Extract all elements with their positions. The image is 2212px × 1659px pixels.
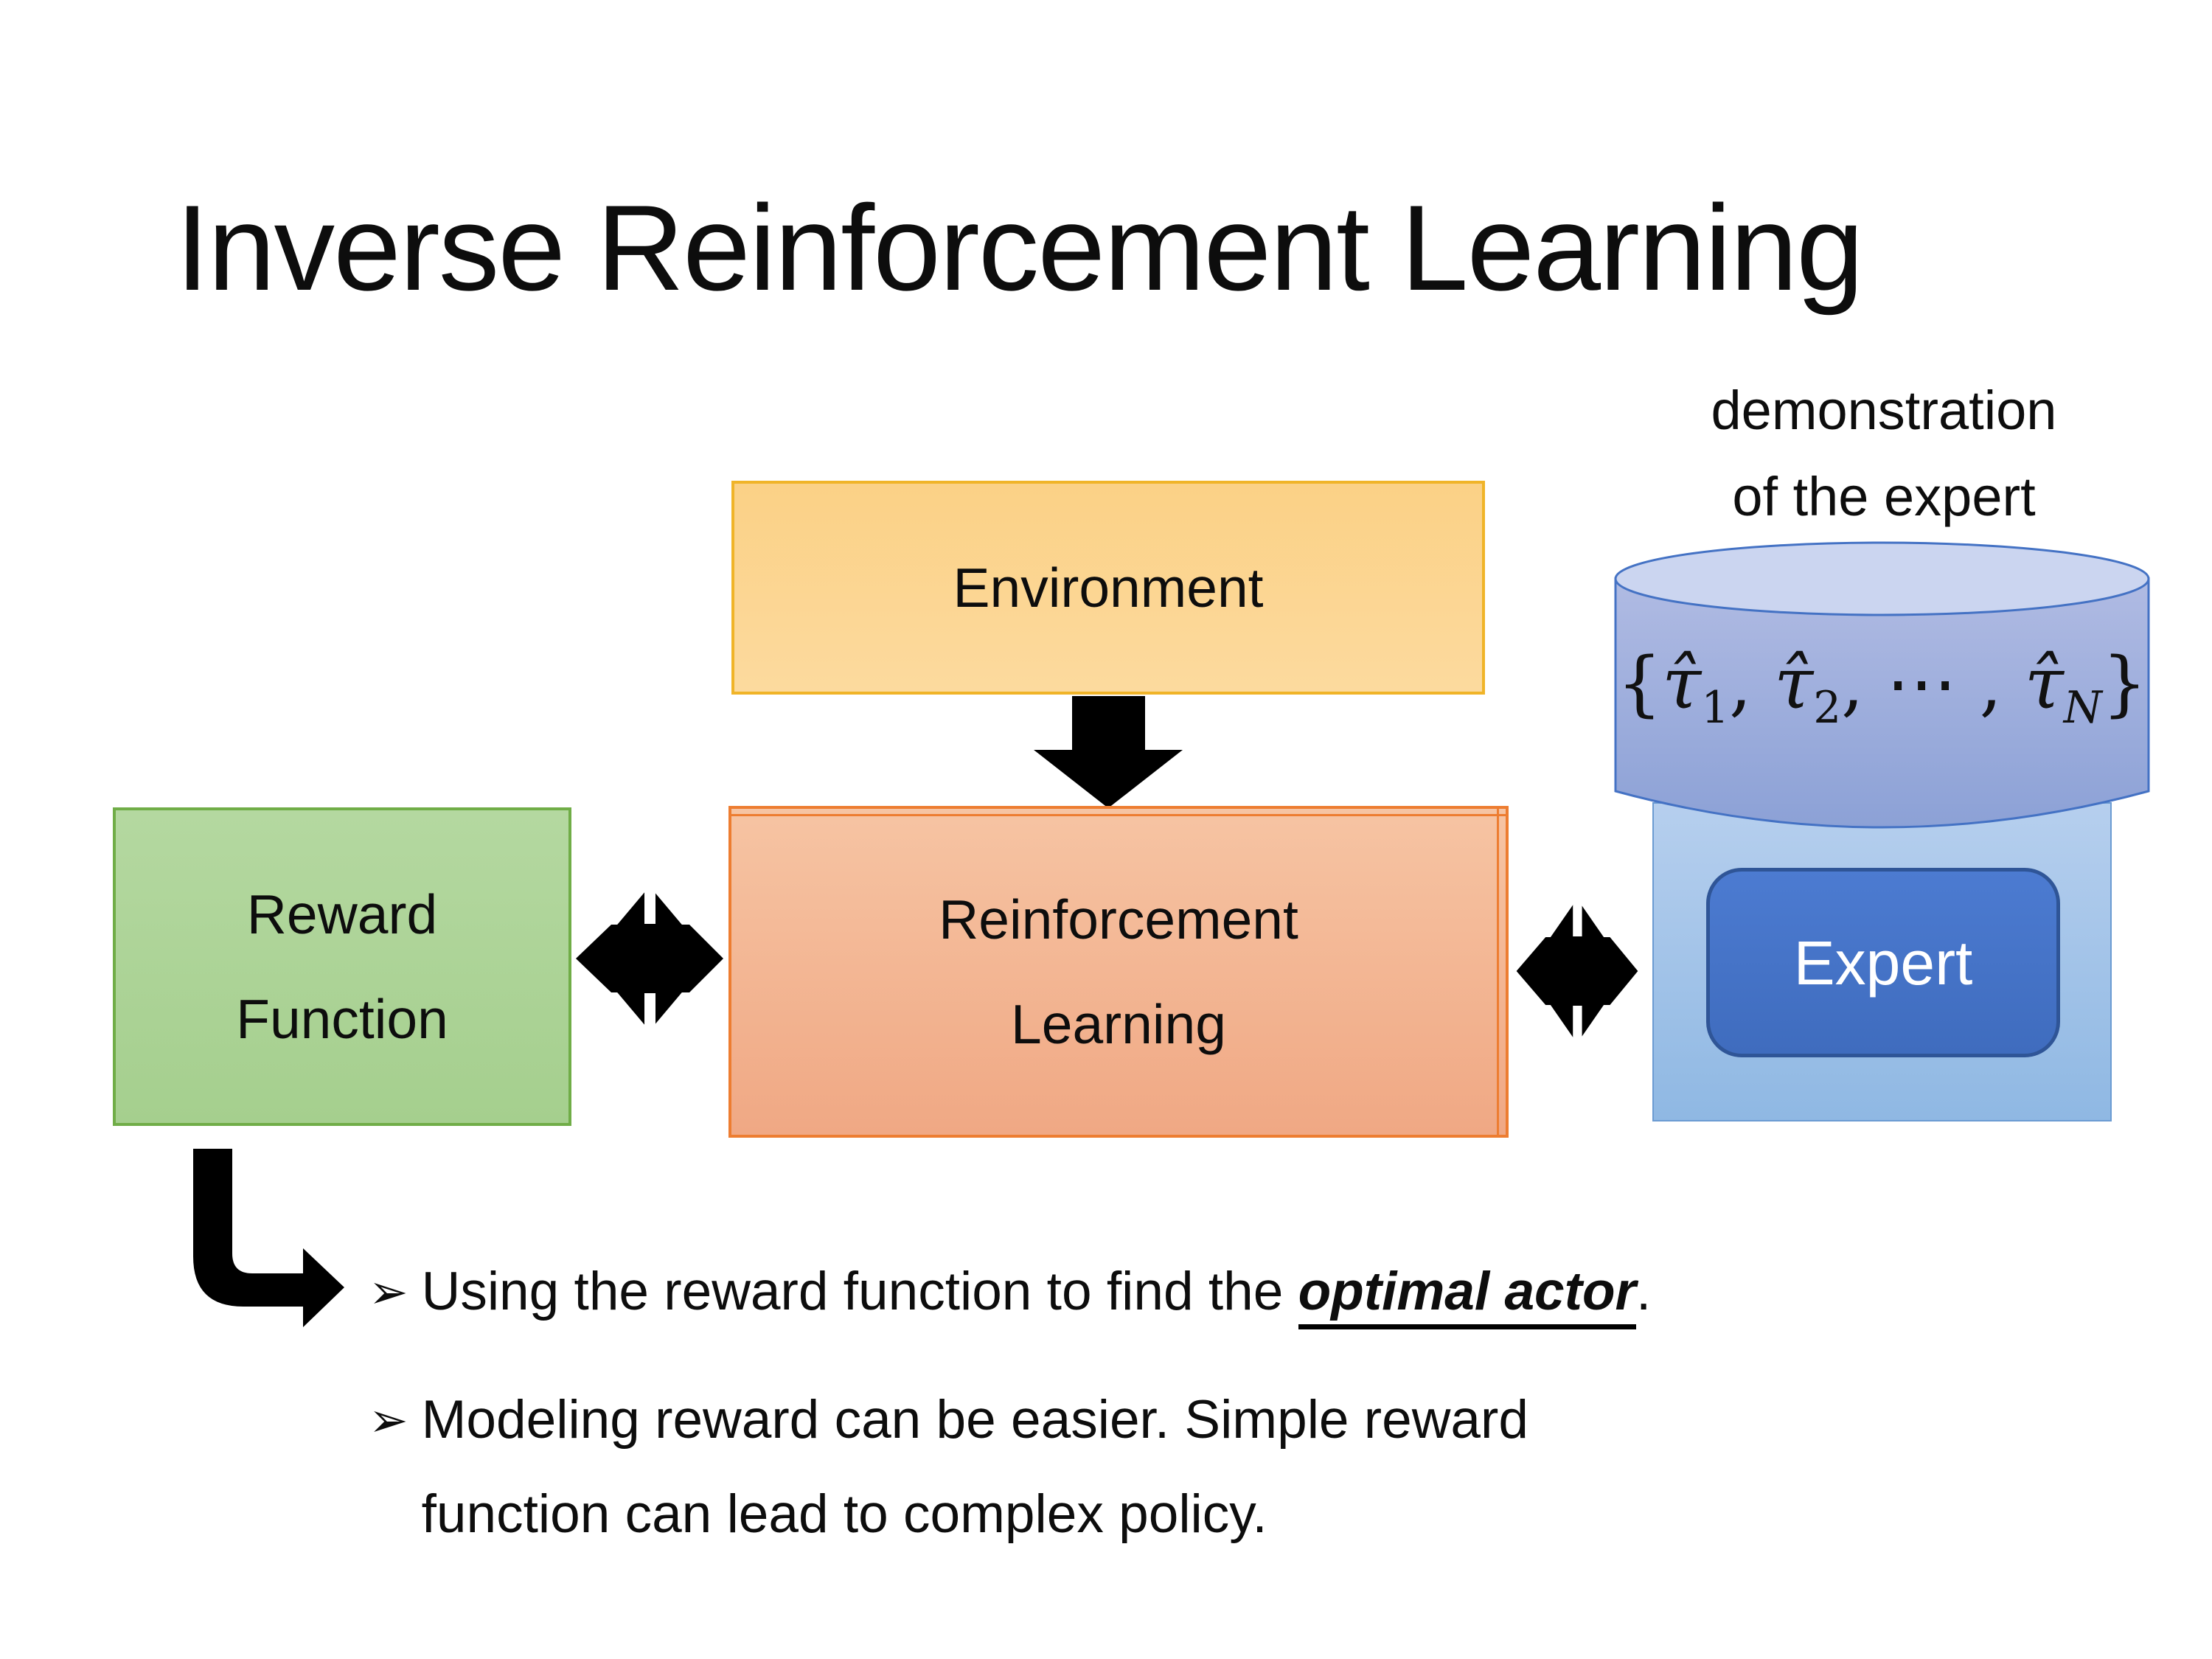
bullet-arrow-glyph: ➢ [369, 1394, 408, 1448]
rl-box-inner-top-line [731, 814, 1506, 816]
double-arrow-left-icon [576, 883, 723, 1034]
elbow-arrow-icon [193, 1149, 344, 1327]
double-arrow-right-icon [1516, 896, 1638, 1046]
bullet2-text-line2: function can lead to complex policy. [421, 1484, 1267, 1544]
bullet1-emphasis: optimal actor [1298, 1262, 1636, 1329]
reinforcement-learning-label-line2: Learning [1011, 993, 1226, 1055]
demonstrations-cylinder-icon [1614, 541, 2150, 829]
demonstration-caption-line1: demonstration [1711, 380, 2057, 441]
environment-box: Environment [731, 481, 1485, 695]
formula-close-brace: } [2101, 642, 2147, 725]
reward-function-box: Reward Function [113, 807, 571, 1126]
formula-tau2: τ̂ [1774, 642, 1814, 725]
rl-box-inner-right-line [1497, 809, 1499, 1135]
environment-label: Environment [953, 557, 1264, 619]
reinforcement-learning-label-line1: Reinforcement [939, 888, 1298, 950]
slide-title: Inverse Reinforcement Learning [175, 180, 1864, 316]
bullet1-text-before: Using the reward function to find the [421, 1262, 1298, 1321]
bullet2-text-line1: Modeling reward can be easier. Simple re… [421, 1390, 1528, 1450]
expert-label: Expert [1793, 928, 1973, 998]
bullet1-text-after: . [1635, 1262, 1652, 1321]
demonstration-caption: demonstration of the expert [1585, 367, 2183, 540]
reward-function-label-line2: Function [236, 988, 448, 1050]
formula-dots: , ⋯ , [1841, 642, 2025, 725]
dataset-formula: {τ̂1, τ̂2, ⋯ , τ̂N} [1613, 636, 2151, 731]
bullet-item-1: ➢Using the reward function to find the o… [369, 1245, 2138, 1340]
formula-tau1: τ̂ [1662, 642, 1702, 725]
bullet-arrow-glyph: ➢ [369, 1265, 408, 1320]
bullet-item-2: ➢Modeling reward can be easier. Simple r… [369, 1373, 2138, 1562]
formula-subN: N [2063, 683, 2102, 734]
bullet2-text: Modeling reward can be easier. Simple re… [422, 1373, 1528, 1562]
demonstration-caption-line2: of the expert [1732, 466, 2036, 527]
expert-box: Expert [1706, 868, 2060, 1057]
reinforcement-learning-label: Reinforcement Learning [939, 867, 1298, 1077]
formula-comma1: , [1729, 642, 1775, 725]
formula-sub1: 1 [1701, 683, 1730, 734]
bullet1-text: Using the reward function to find the op… [421, 1262, 1652, 1329]
formula-tauN: τ̂ [2024, 642, 2064, 725]
down-arrow-icon [1034, 696, 1183, 808]
reward-function-label: Reward Function [236, 862, 448, 1071]
reward-function-label-line1: Reward [246, 883, 438, 945]
formula-sub2: 2 [1813, 683, 1842, 734]
reinforcement-learning-box: Reinforcement Learning [728, 806, 1509, 1138]
formula-open-brace: { [1617, 642, 1663, 725]
